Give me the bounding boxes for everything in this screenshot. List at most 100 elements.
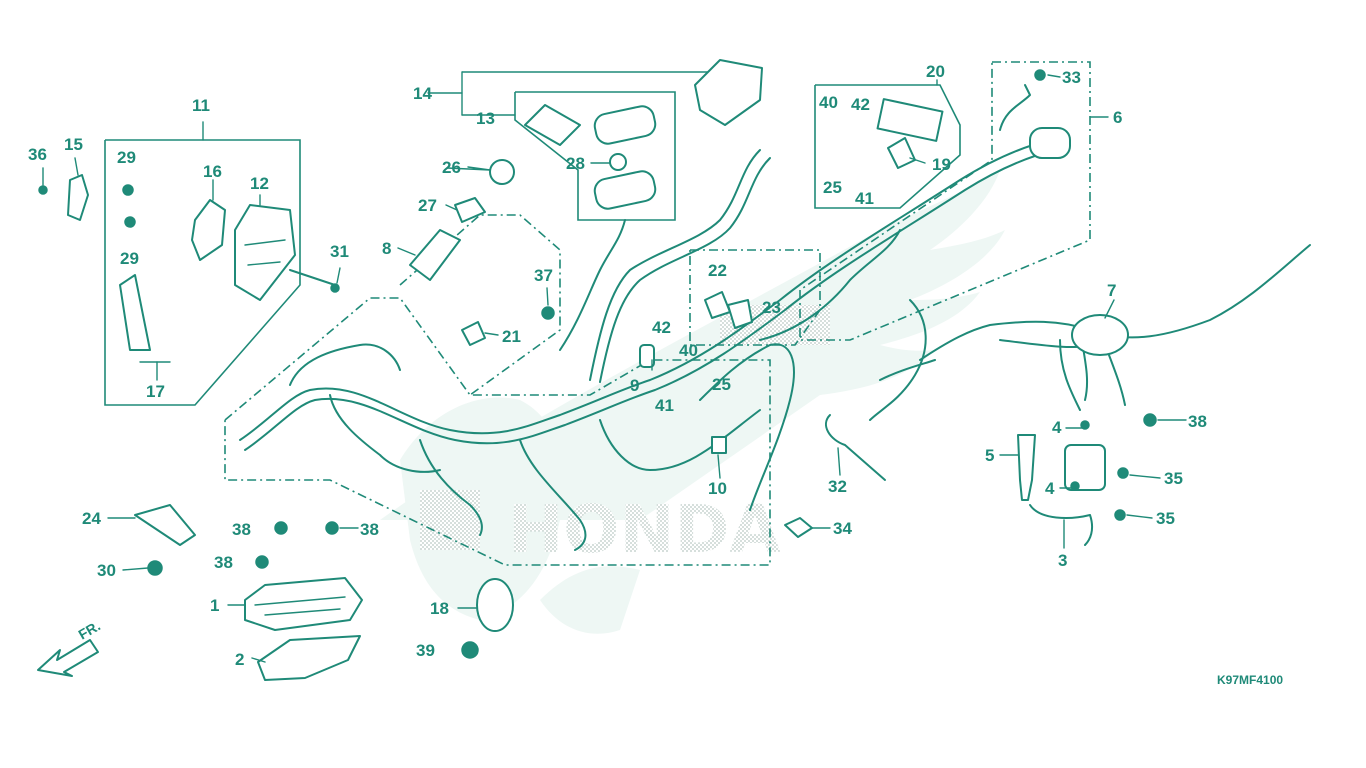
bolt-set bbox=[38, 69, 1157, 659]
callout-12: 12 bbox=[250, 174, 269, 193]
main-wire-harness bbox=[239, 139, 1311, 551]
part-15-clip bbox=[67, 174, 89, 221]
callout-25a: 25 bbox=[823, 178, 842, 197]
leader-lines bbox=[42, 74, 1187, 663]
callout-41b: 41 bbox=[655, 396, 674, 415]
callout-41a: 41 bbox=[855, 189, 874, 208]
part-22-relay bbox=[704, 291, 731, 319]
callout-20: 20 bbox=[926, 62, 945, 81]
callout-19: 19 bbox=[932, 155, 951, 174]
callout-35b: 35 bbox=[1156, 509, 1175, 528]
callout-labels: 1 2 3 4 4 5 6 7 8 9 10 11 12 13 14 15 16… bbox=[28, 62, 1207, 669]
front-arrow-icon bbox=[37, 639, 99, 677]
callout-7: 7 bbox=[1107, 281, 1116, 300]
callout-32: 32 bbox=[828, 477, 847, 496]
group-box-8 bbox=[399, 214, 561, 396]
callout-29a: 29 bbox=[117, 148, 136, 167]
callout-30: 30 bbox=[97, 561, 116, 580]
callout-13: 13 bbox=[476, 109, 495, 128]
part-32-band bbox=[825, 414, 886, 481]
group-box-6 bbox=[799, 61, 1091, 341]
callout-36: 36 bbox=[28, 145, 47, 164]
callout-6: 6 bbox=[1113, 108, 1122, 127]
part-fob-top bbox=[593, 105, 657, 145]
part-12-switch bbox=[234, 204, 336, 301]
callout-8: 8 bbox=[382, 239, 391, 258]
part-13-key bbox=[524, 104, 581, 146]
group-box-13 bbox=[514, 91, 676, 221]
part-2-plate bbox=[257, 635, 361, 681]
group-box-22 bbox=[689, 249, 821, 346]
part-18-horn bbox=[476, 578, 514, 632]
callout-42a: 42 bbox=[851, 95, 870, 114]
callout-15: 15 bbox=[64, 135, 83, 154]
callout-10: 10 bbox=[708, 479, 727, 498]
part-26-cap bbox=[489, 159, 515, 185]
part-6-connector bbox=[1029, 127, 1071, 159]
part-7-sub-harness bbox=[1071, 314, 1129, 356]
part-8-socket bbox=[409, 229, 461, 281]
callout-42b: 42 bbox=[652, 318, 671, 337]
part-5-fuse bbox=[1017, 434, 1036, 501]
diagram-code: K97MF4100 bbox=[1217, 673, 1283, 687]
callout-37: 37 bbox=[534, 266, 553, 285]
callout-39: 39 bbox=[416, 641, 435, 660]
callout-11: 11 bbox=[192, 96, 210, 115]
callout-40b: 40 bbox=[679, 341, 698, 360]
callout-25b: 25 bbox=[712, 375, 731, 394]
callout-27: 27 bbox=[418, 196, 437, 215]
group-box-11 bbox=[104, 139, 301, 406]
callout-38a: 38 bbox=[232, 520, 251, 539]
callout-1: 1 bbox=[210, 596, 219, 615]
honda-wing-watermark: HONDA bbox=[380, 170, 1005, 634]
callout-29b: 29 bbox=[120, 249, 139, 268]
callout-2: 2 bbox=[235, 650, 244, 669]
part-27-socket bbox=[454, 197, 486, 223]
part-28-battery bbox=[609, 153, 627, 171]
callout-31: 31 bbox=[330, 242, 349, 261]
part-16-bracket bbox=[191, 199, 226, 261]
part-23-relay bbox=[727, 299, 753, 329]
front-label: FR. bbox=[76, 617, 104, 642]
callout-16: 16 bbox=[203, 162, 222, 181]
front-direction-indicator: FR. bbox=[37, 617, 104, 677]
part-4-relay bbox=[1064, 444, 1106, 491]
callout-40a: 40 bbox=[819, 93, 838, 112]
callout-24: 24 bbox=[82, 509, 101, 528]
callout-33: 33 bbox=[1062, 68, 1081, 87]
callout-38d: 38 bbox=[1188, 412, 1207, 431]
callout-21: 21 bbox=[502, 327, 521, 346]
part-3-lead bbox=[1029, 504, 1094, 546]
part-24-sensor bbox=[134, 504, 196, 546]
honda-watermark-text: HONDA bbox=[508, 491, 780, 568]
callout-18: 18 bbox=[430, 599, 449, 618]
part-9-fuse bbox=[639, 344, 655, 368]
group-box-harness bbox=[224, 297, 771, 566]
part-fob-bottom bbox=[593, 170, 657, 210]
callout-34: 34 bbox=[833, 519, 852, 538]
callout-28: 28 bbox=[566, 154, 585, 173]
part-10-fuse bbox=[711, 436, 727, 454]
callout-23: 23 bbox=[762, 298, 781, 317]
part-20-unit bbox=[876, 98, 944, 142]
callout-4a: 4 bbox=[1052, 418, 1062, 437]
part-21-clip bbox=[461, 321, 486, 346]
part-34-clamp bbox=[784, 517, 813, 538]
group-box-20 bbox=[814, 84, 961, 209]
part-17-strap bbox=[119, 274, 151, 351]
callout-3: 3 bbox=[1058, 551, 1067, 570]
callout-9: 9 bbox=[630, 376, 639, 395]
part-14-unit bbox=[694, 59, 763, 126]
part-1-control-unit bbox=[244, 577, 363, 631]
callout-38c: 38 bbox=[214, 553, 233, 572]
part-19-bulb bbox=[887, 137, 916, 169]
callout-26: 26 bbox=[442, 158, 461, 177]
callout-5: 5 bbox=[985, 446, 994, 465]
callout-14: 14 bbox=[413, 84, 432, 103]
callout-35a: 35 bbox=[1164, 469, 1183, 488]
callout-38b: 38 bbox=[360, 520, 379, 539]
callout-22: 22 bbox=[708, 261, 727, 280]
callout-17: 17 bbox=[146, 382, 165, 401]
